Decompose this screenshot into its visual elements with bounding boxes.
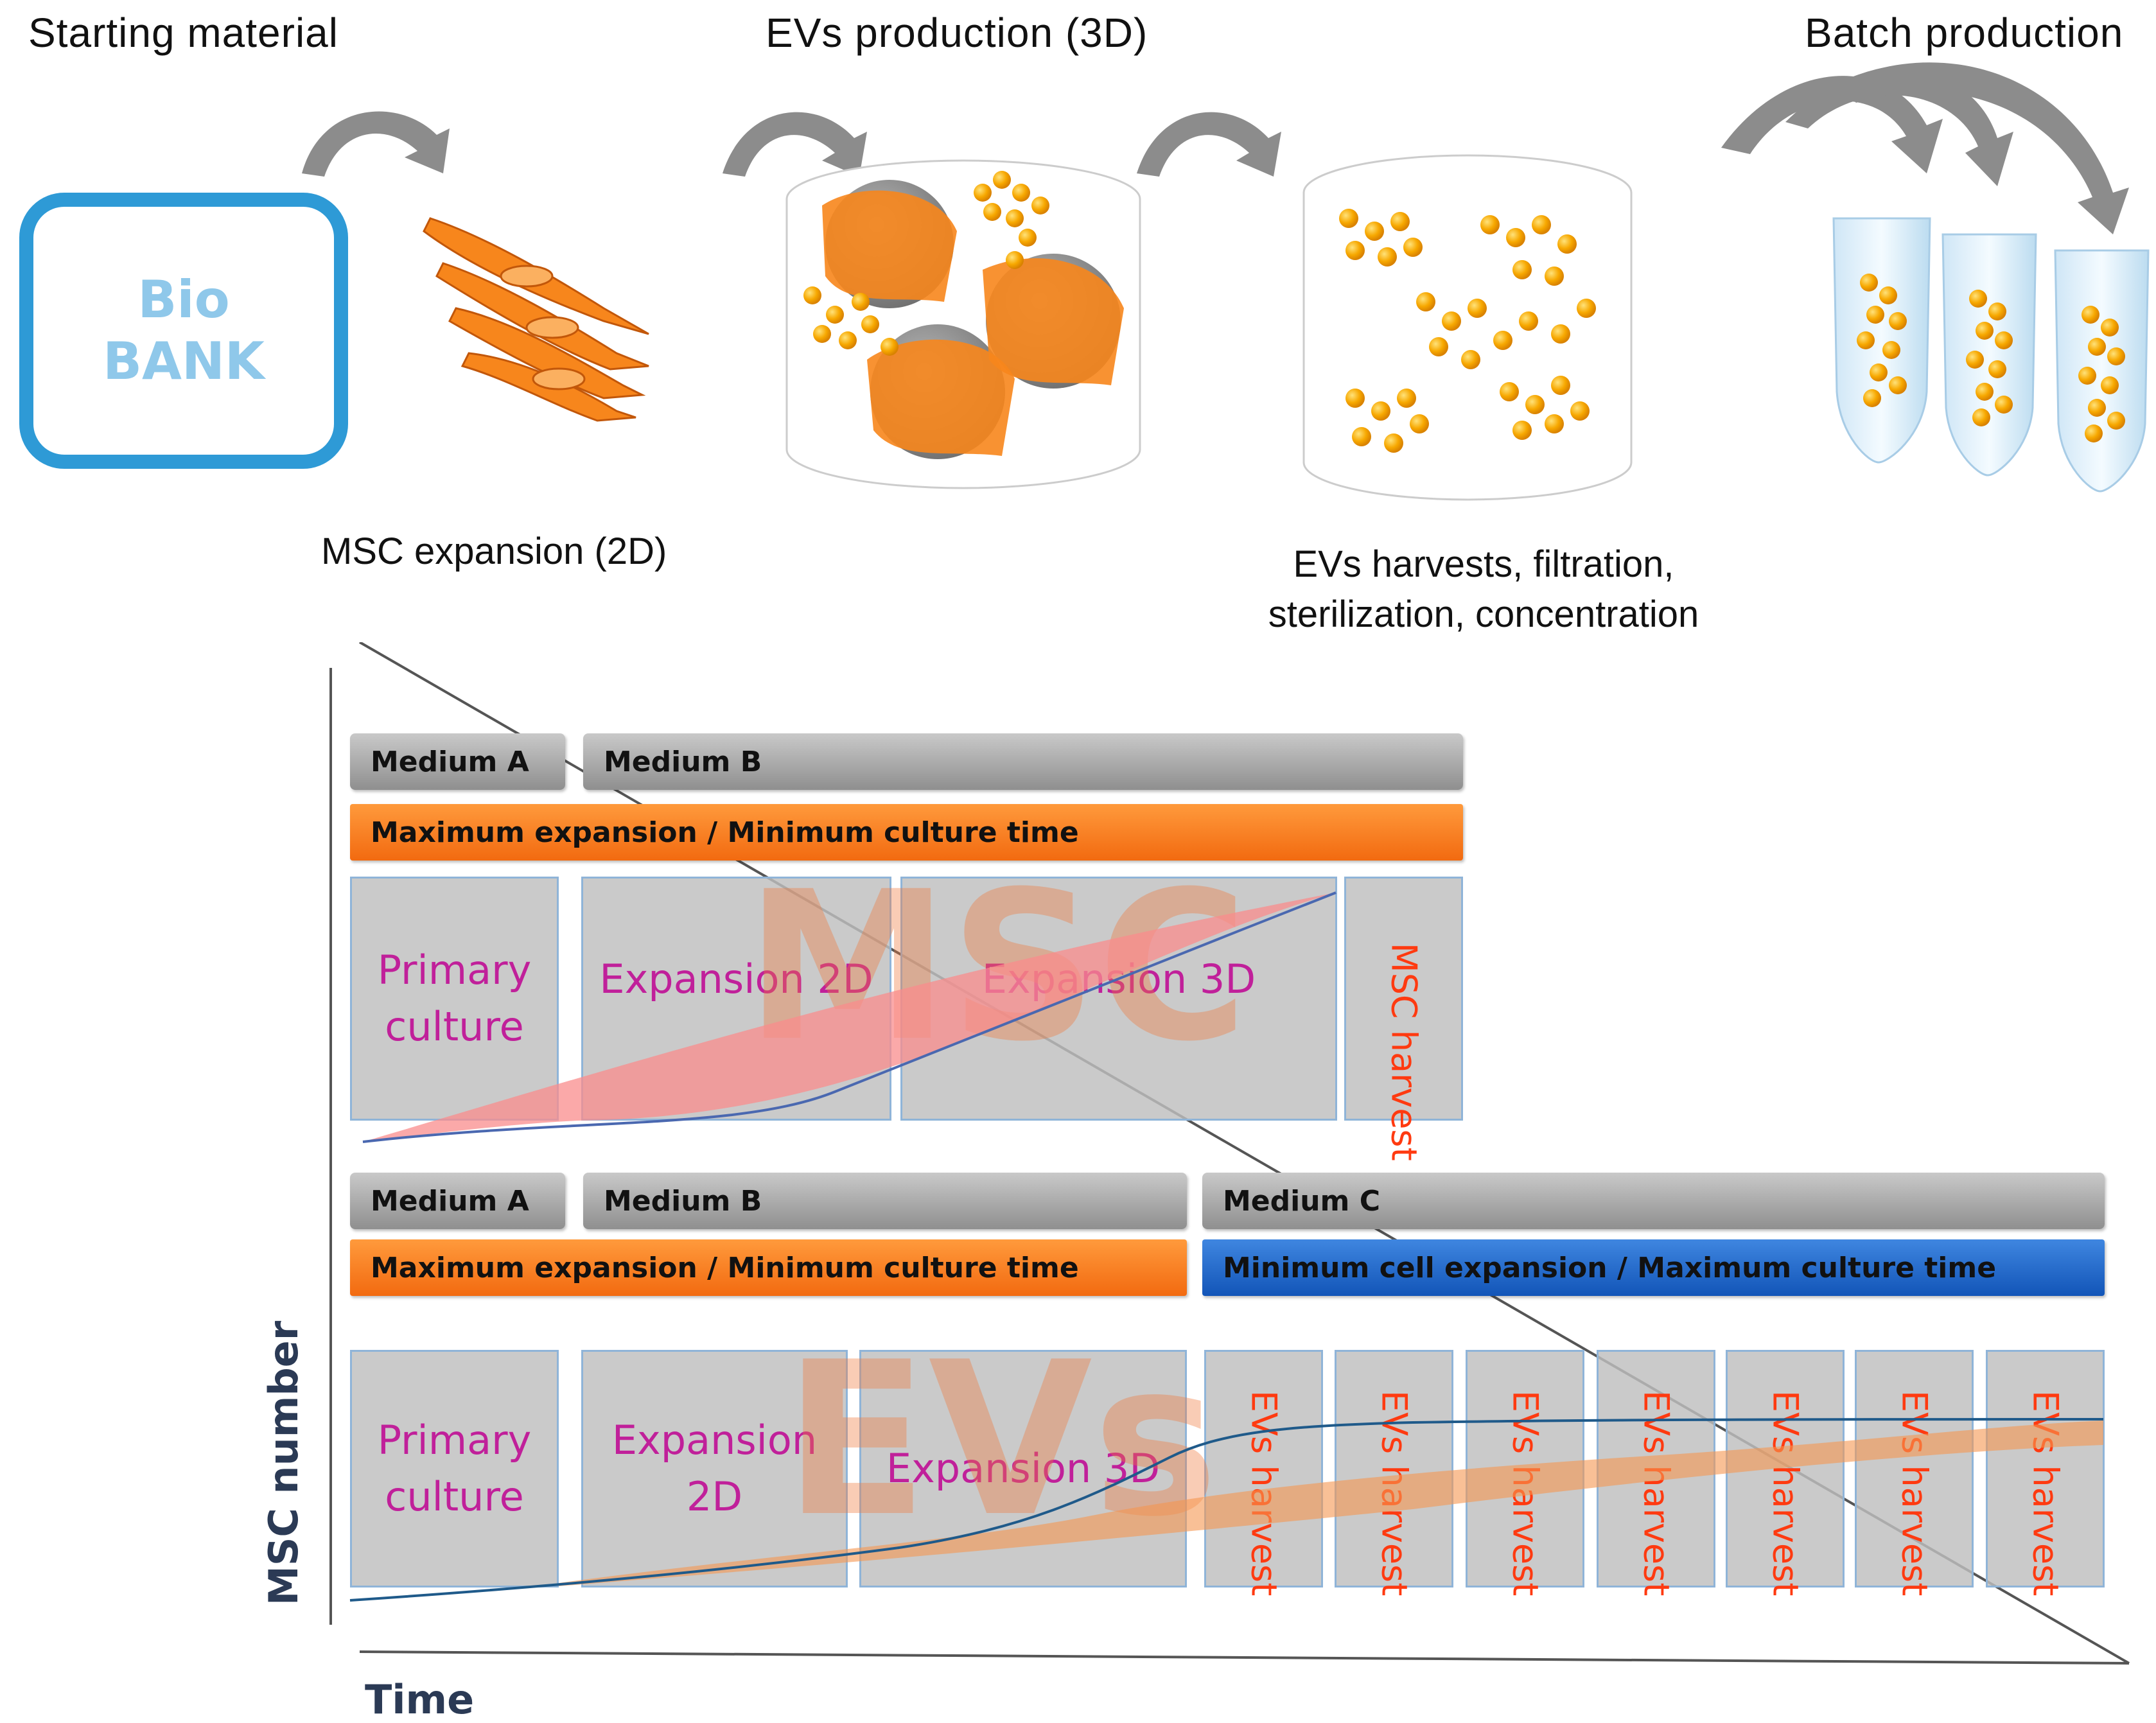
ev-medium-a-bar: Medium A	[350, 1173, 565, 1229]
ev-primary-line1: Primary	[377, 1417, 532, 1464]
batch-tubes-icon	[1832, 217, 2150, 493]
ev-primary-line2: culture	[385, 1473, 524, 1520]
biobank-line2: BANK	[103, 331, 265, 391]
ev-harvest-container-icon	[1302, 154, 1633, 501]
evs-production-label: EVs production (3D)	[766, 10, 1148, 56]
msc-strategy-bar: Maximum expansion / Minimum culture time	[350, 804, 1463, 861]
msc-phase-primary: Primary culture	[350, 877, 559, 1121]
ev-medium-b-bar: Medium B	[583, 1173, 1187, 1229]
msc-exp2d-label: Expansion 2D	[599, 956, 873, 1002]
msc-medium-b-bar: Medium B	[583, 733, 1463, 790]
ev-strategy-left-label: Maximum expansion / Minimum culture time	[371, 1251, 1079, 1284]
ev-harvest-7: EVs harvest	[1986, 1350, 2105, 1596]
biobank-box: Bio BANK	[19, 193, 348, 469]
ev-medium-c-bar: Medium C	[1202, 1173, 2105, 1229]
ev-harvest-6: EVs harvest	[1855, 1350, 1974, 1596]
biobank-line1: Bio	[137, 270, 230, 329]
bioreactor-3d-icon	[785, 159, 1141, 489]
ev-medium-b-label: Medium B	[604, 1184, 762, 1218]
msc-phase-harvest: MSC harvest	[1344, 877, 1463, 1161]
curved-arrow-icon	[302, 62, 2129, 235]
evs-harvest-label-line2: sterilization, concentration	[1268, 593, 1699, 635]
msc-strategy-label: Maximum expansion / Minimum culture time	[371, 816, 1079, 849]
msc-harvest-label: MSC harvest	[1383, 943, 1424, 1161]
ev-exp2d-line1: Expansion	[611, 1417, 818, 1464]
ev-harvest-label: EVs harvest	[1636, 1390, 1677, 1596]
ev-phase-expansion-2d: Expansion 2D	[581, 1350, 848, 1587]
msc-primary-line2: culture	[385, 1003, 524, 1050]
ev-phase-primary: Primary culture	[350, 1350, 559, 1587]
ev-harvest-label: EVs harvest	[1894, 1390, 1935, 1596]
msc-medium-a-label: Medium A	[371, 745, 529, 778]
msc-medium-a-bar: Medium A	[350, 733, 565, 790]
process-illustration	[302, 62, 2150, 501]
batch-production-label: Batch production	[1805, 10, 2124, 56]
evs-harvest-label-line1: EVs harvests, filtration,	[1293, 543, 1674, 585]
ev-harvest-label: EVs harvest	[1765, 1390, 1806, 1596]
ev-medium-a-label: Medium A	[371, 1184, 529, 1218]
msc-cells-icon	[423, 217, 649, 422]
ev-strategy-right-bar: Minimum cell expansion / Maximum culture…	[1202, 1239, 2105, 1296]
ev-strategy-left-bar: Maximum expansion / Minimum culture time	[350, 1239, 1187, 1296]
msc-expansion-label: MSC expansion (2D)	[321, 530, 667, 572]
starting-material-label: Starting material	[28, 10, 338, 56]
ev-strategy-right-label: Minimum cell expansion / Maximum culture…	[1223, 1251, 1997, 1284]
ev-medium-c-label: Medium C	[1223, 1184, 1380, 1218]
msc-medium-b-label: Medium B	[604, 745, 762, 778]
ev-exp2d-line2: 2D	[686, 1473, 743, 1520]
x-axis-label: Time	[365, 1676, 475, 1723]
msc-primary-line1: Primary	[377, 947, 532, 993]
